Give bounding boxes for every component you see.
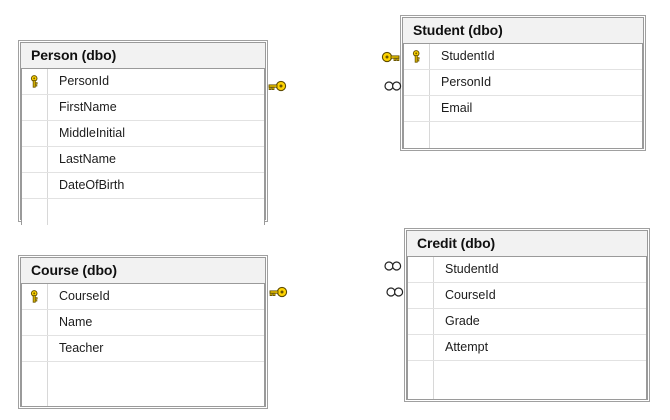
column-name: LastName xyxy=(59,152,116,167)
column-name: Name xyxy=(59,315,93,330)
table-row[interactable]: Attempt xyxy=(408,335,646,361)
table-title: Credit (dbo) xyxy=(407,231,647,256)
table-row[interactable]: Teacher xyxy=(22,336,264,362)
row-key-gutter xyxy=(408,309,434,334)
row-key-gutter xyxy=(22,199,48,225)
table-row-empty[interactable] xyxy=(22,362,264,406)
primary-key-icon xyxy=(412,50,420,63)
column-name: PersonId xyxy=(59,74,110,89)
column-name: DateOfBirth xyxy=(59,178,125,193)
row-key-gutter xyxy=(404,96,430,121)
endpoint-key-course[interactable] xyxy=(268,285,290,304)
row-key-gutter xyxy=(404,122,430,148)
row-key-gutter xyxy=(22,95,48,120)
relationship-infinity-endpoint-icon xyxy=(386,287,404,297)
table-title: Course (dbo) xyxy=(21,258,265,283)
table-row[interactable]: PersonId xyxy=(22,69,264,95)
column-name: Grade xyxy=(445,314,480,329)
table-row[interactable]: CourseId xyxy=(408,283,646,309)
table-row[interactable]: Email xyxy=(404,96,642,122)
column-name: StudentId xyxy=(441,49,495,64)
table-row[interactable]: LastName xyxy=(22,147,264,173)
table-row[interactable]: FirstName xyxy=(22,95,264,121)
row-key-gutter xyxy=(22,121,48,146)
row-key-gutter xyxy=(22,362,48,406)
table-row[interactable]: StudentId xyxy=(404,44,642,70)
column-name: CourseId xyxy=(445,288,496,303)
row-key-gutter xyxy=(22,336,48,361)
column-name: FirstName xyxy=(59,100,117,115)
table-title: Student (dbo) xyxy=(403,18,643,43)
relationship-key-endpoint-icon xyxy=(269,286,288,298)
relationship-line-core xyxy=(351,56,396,267)
relationship-key-endpoint-icon xyxy=(381,51,400,63)
row-key-gutter xyxy=(408,361,434,399)
table-title: Person (dbo) xyxy=(21,43,265,68)
endpoint-many-student-personid[interactable] xyxy=(383,79,403,98)
row-key-gutter xyxy=(408,283,434,308)
relationship-infinity-endpoint-icon xyxy=(384,81,402,91)
endpoint-key-person[interactable] xyxy=(267,79,289,98)
table-row[interactable]: DateOfBirth xyxy=(22,173,264,199)
table-row[interactable]: CourseId xyxy=(22,284,264,310)
row-key-gutter xyxy=(22,147,48,172)
primary-key-icon xyxy=(30,75,38,88)
column-name: StudentId xyxy=(445,262,499,277)
table-row[interactable]: PersonId xyxy=(404,70,642,96)
column-name: Email xyxy=(441,101,473,116)
endpoint-key-student[interactable] xyxy=(379,50,401,69)
table-row[interactable]: MiddleInitial xyxy=(22,121,264,147)
row-key-gutter xyxy=(22,69,48,94)
row-key-gutter xyxy=(22,310,48,335)
relationship-key-endpoint-icon xyxy=(268,80,287,92)
relationship-infinity-endpoint-icon xyxy=(384,261,402,271)
column-name: Attempt xyxy=(445,340,489,355)
column-name: PersonId xyxy=(441,75,492,90)
table-row-empty[interactable] xyxy=(22,199,264,225)
table-row[interactable]: StudentId xyxy=(408,257,646,283)
row-key-gutter xyxy=(404,44,430,69)
column-name: CourseId xyxy=(59,289,110,304)
row-key-gutter xyxy=(408,335,434,360)
row-key-gutter xyxy=(404,70,430,95)
table-row[interactable]: Grade xyxy=(408,309,646,335)
row-key-gutter xyxy=(22,173,48,198)
endpoint-many-credit-studentid[interactable] xyxy=(383,259,403,278)
table-row-empty[interactable] xyxy=(408,361,646,399)
endpoint-many-credit-courseid[interactable] xyxy=(385,285,405,304)
table-row[interactable]: Name xyxy=(22,310,264,336)
row-key-gutter xyxy=(22,284,48,309)
primary-key-icon xyxy=(30,290,38,303)
column-name: MiddleInitial xyxy=(59,126,126,141)
table-row-empty[interactable] xyxy=(404,122,642,148)
column-name: Teacher xyxy=(59,341,104,356)
row-key-gutter xyxy=(408,257,434,282)
